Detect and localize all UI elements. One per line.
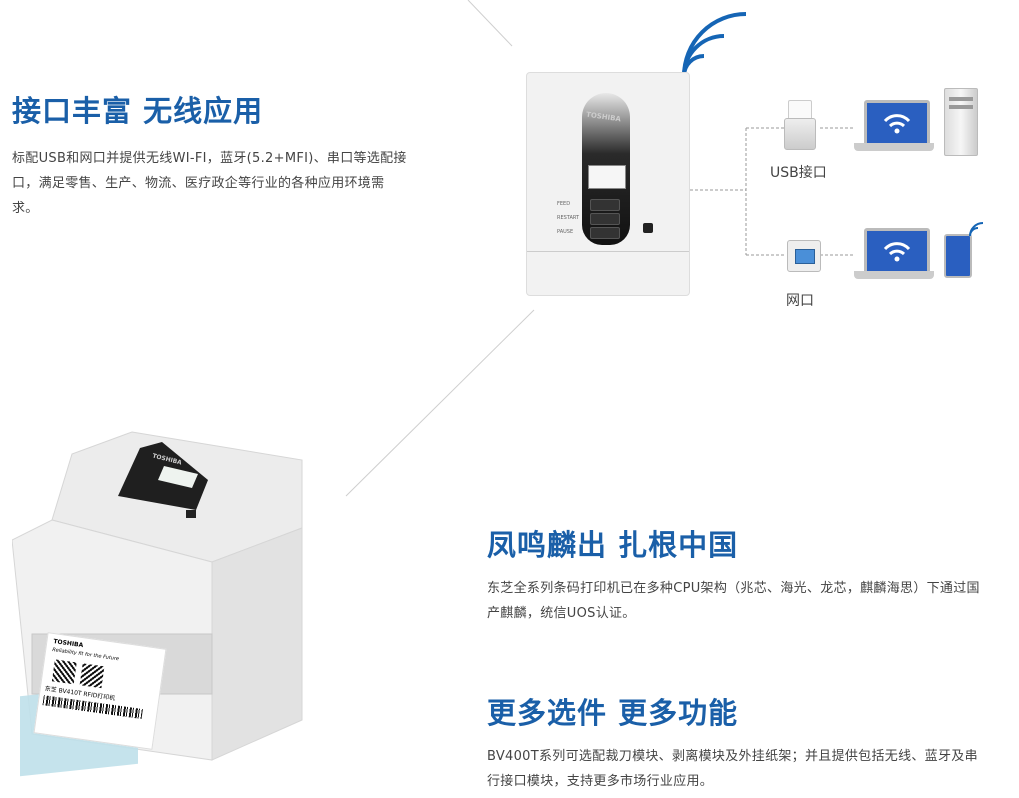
usb-label: USB接口 <box>770 165 827 181</box>
phone-wifi-icon <box>969 222 984 237</box>
laptop-base <box>854 143 934 151</box>
laptop-base-2 <box>854 271 934 279</box>
lcd-display <box>588 165 626 189</box>
printed-label: TOSHIBA Reliability fit for the Future 东… <box>33 632 167 750</box>
lan-label: 网口 <box>786 293 814 309</box>
power-button <box>643 223 653 233</box>
button-restart <box>590 213 620 225</box>
label-pause: PAUSE <box>557 229 574 235</box>
laptop-icon-2 <box>864 228 930 274</box>
connection-lines <box>690 127 855 256</box>
section-domestic-description: 东芝全系列条码打印机已在多种CPU架构（兆芯、海光、龙芯，麒麟海思）下通过国产麒… <box>487 581 980 621</box>
wifi-icon <box>883 114 911 134</box>
qr-code-icon <box>51 659 77 685</box>
label-restart: RESTART <box>557 215 580 221</box>
printer-brand: TOSHIBA <box>585 110 622 124</box>
control-panel: TOSHIBA <box>582 93 630 245</box>
qr-code-icon-2 <box>79 663 105 689</box>
smartphone-icon <box>944 234 972 278</box>
printer-front-view: TOSHIBA FEED RESTART PAUSE <box>526 72 690 296</box>
usb-device-body <box>784 118 816 150</box>
label-feed: FEED <box>557 201 571 207</box>
laptop-icon <box>864 100 930 146</box>
button-feed <box>590 199 620 211</box>
section-options-description: BV400T系列可选配裁刀模块、剥离模块及外挂纸架；并且提供包括无线、蓝牙及串行… <box>487 749 978 789</box>
divider-line <box>527 251 689 252</box>
section-interfaces-title: 接口丰富 无线应用 <box>12 94 264 128</box>
section-interfaces-description: 标配USB和网口并提供无线WI-FI，蓝牙(5.2+MFI)、串口等选配接口，满… <box>12 151 407 216</box>
ethernet-port-icon <box>787 240 821 272</box>
button-pause <box>590 227 620 239</box>
wifi-icon-2 <box>883 242 911 262</box>
section-domestic-title: 凤鸣麟出 扎根中国 <box>487 528 739 562</box>
section-options-title: 更多选件 更多功能 <box>487 696 739 730</box>
server-icon <box>944 88 978 156</box>
